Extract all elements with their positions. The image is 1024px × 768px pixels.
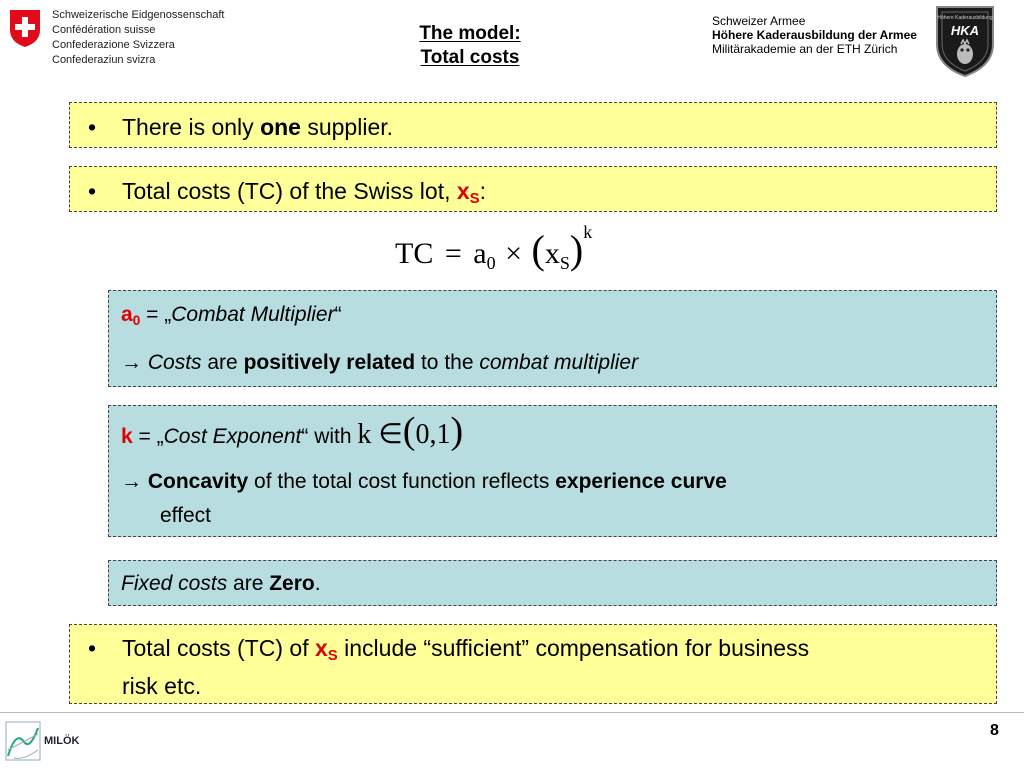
line2-mid2: to the [415,351,480,374]
bullet-text: • Total costs (TC) of xS include “suffic… [70,625,996,671]
fixed-mid: are [227,572,270,595]
fixed-costs-text: Fixed costs are Zero. [121,570,321,597]
line2-bold1: Concavity [147,470,249,493]
arrow-right-icon: → [121,351,142,374]
var-sub: S [327,647,338,664]
combat-multiplier-definition: a0 = „Combat Multiplier“ [121,301,342,334]
formula-lparen: ( [531,227,545,272]
formula-times: × [505,237,523,270]
crest-subtext: Höhere Kaderausbildung [937,15,993,21]
cost-exponent-implication: → Concavity of the total cost function r… [121,468,727,495]
formula-coef: a [473,237,487,270]
slide-title-line1: The model: [419,23,521,44]
line2-bold2: experience curve [555,470,727,493]
org-line-hka: Höhere Kaderausbildung der Armee [712,28,917,42]
bullet2-text-after: : [479,178,487,204]
combat-multiplier-implication: → Costs are positively related to the co… [121,349,638,376]
hka-crest-icon: Höhere Kaderausbildung HKA [936,6,994,78]
line2-mid1: are [201,351,244,374]
math-k: k [357,419,372,450]
symbol-k: k [121,425,133,448]
formula-eq: = [444,237,462,270]
cost-exponent-definition: k = „Cost Exponent“ with k ∈(0,1) [121,412,463,450]
federation-name: Schweizerische Eidgenossenschaft Confédé… [52,8,224,68]
k-interval-math: k ∈(0,1) [357,412,463,450]
bullet-box-compensation: • Total costs (TC) of xS include “suffic… [69,624,997,704]
bullet-box-one-supplier: • There is only one supplier. [69,102,997,148]
slide-title: The model: Total costs [360,22,580,70]
def-open: = „ [132,425,164,448]
bullet-marker: • [88,635,97,661]
bullet-text: • Total costs (TC) of the Swiss lot, xS: [70,167,996,214]
slide-title-line2: Total costs [420,47,520,68]
formula-lhs: TC [395,237,434,270]
fixed-end: . [314,572,321,595]
org-line-army: Schweizer Armee [712,14,806,28]
def-close: “ with [301,425,358,448]
line2-italic1: Costs [147,351,202,374]
miloek-logo-icon: MILÖK [5,721,79,761]
formula-exp: k [583,222,593,242]
miloek-logo-text: MILÖK [44,734,79,747]
symbol-a0: a0 [121,303,141,328]
formula-var: x [544,237,560,270]
bullet-marker: • [88,114,97,140]
federation-line-it: Confederazione Svizzera [52,39,175,51]
bullet1-text-before: There is only [122,114,261,140]
symbol-a: a [121,303,133,326]
federation-line-rm: Confederaziun svizra [52,54,156,66]
arrow-right-icon: → [121,470,142,493]
formula-var-sub: S [559,253,570,273]
line2-italic2: combat multiplier [479,351,639,374]
bullet3-text-before: Total costs (TC) of [122,635,315,661]
bullet-text: • There is only one supplier. [70,103,996,142]
org-line-milak: Militärakademie an der ETH Zürich [712,42,898,56]
combat-multiplier-box: a0 = „Combat Multiplier“ → Costs are pos… [108,290,997,387]
var-sub: S [469,190,480,207]
cost-exponent-box: k = „Cost Exponent“ with k ∈(0,1) → Conc… [108,405,997,537]
math-interval: 0,1 [415,419,451,450]
bullet3-text-after: include “sufficient” compensation for bu… [337,635,810,661]
bullet3-var: xS [314,635,338,664]
fixed-bold: Zero [269,572,315,595]
federation-line-fr: Confédération suisse [52,24,156,36]
math-in: ∈ [378,419,403,450]
def-italic: Combat Multiplier [171,303,335,326]
fixed-italic: Fixed costs [121,572,228,595]
federation-line-de: Schweizerische Eidgenossenschaft [52,9,225,21]
organization-info: Schweizer Armee Höhere Kaderausbildung d… [712,14,917,56]
formula-rparen: ) [569,227,584,272]
total-cost-formula: TC = a0 × (xS)k [395,222,592,286]
bullet3-line2: risk etc. [122,673,202,699]
var-x: x [314,635,328,661]
crest-lettering: HKA [951,23,979,38]
math-lparen: ( [402,410,416,452]
line2-mid: of the total cost function reflects [248,470,556,493]
cost-exponent-continuation: effect [160,504,211,527]
bullet1-text-bold: one [260,114,301,140]
swiss-cross-icon [10,10,40,47]
def-open: = „ [140,303,172,326]
var-x: x [456,178,470,204]
page-number: 8 [990,722,999,739]
formula-coef-sub: 0 [486,253,496,273]
bullet-box-total-costs: • Total costs (TC) of the Swiss lot, xS: [69,166,997,212]
footer-divider [0,712,1024,713]
line2-bold: positively related [243,351,416,374]
def-close: “ [334,303,342,326]
bullet-marker: • [88,178,97,204]
def-italic: Cost Exponent [163,425,302,448]
bullet2-var: xS [456,178,480,207]
math-rparen: ) [450,410,464,452]
bullet1-text-after: supplier. [300,114,394,140]
fixed-costs-box: Fixed costs are Zero. [108,560,997,606]
symbol-sub: 0 [132,313,141,328]
bullet2-text-before: Total costs (TC) of the Swiss lot, [122,178,457,204]
